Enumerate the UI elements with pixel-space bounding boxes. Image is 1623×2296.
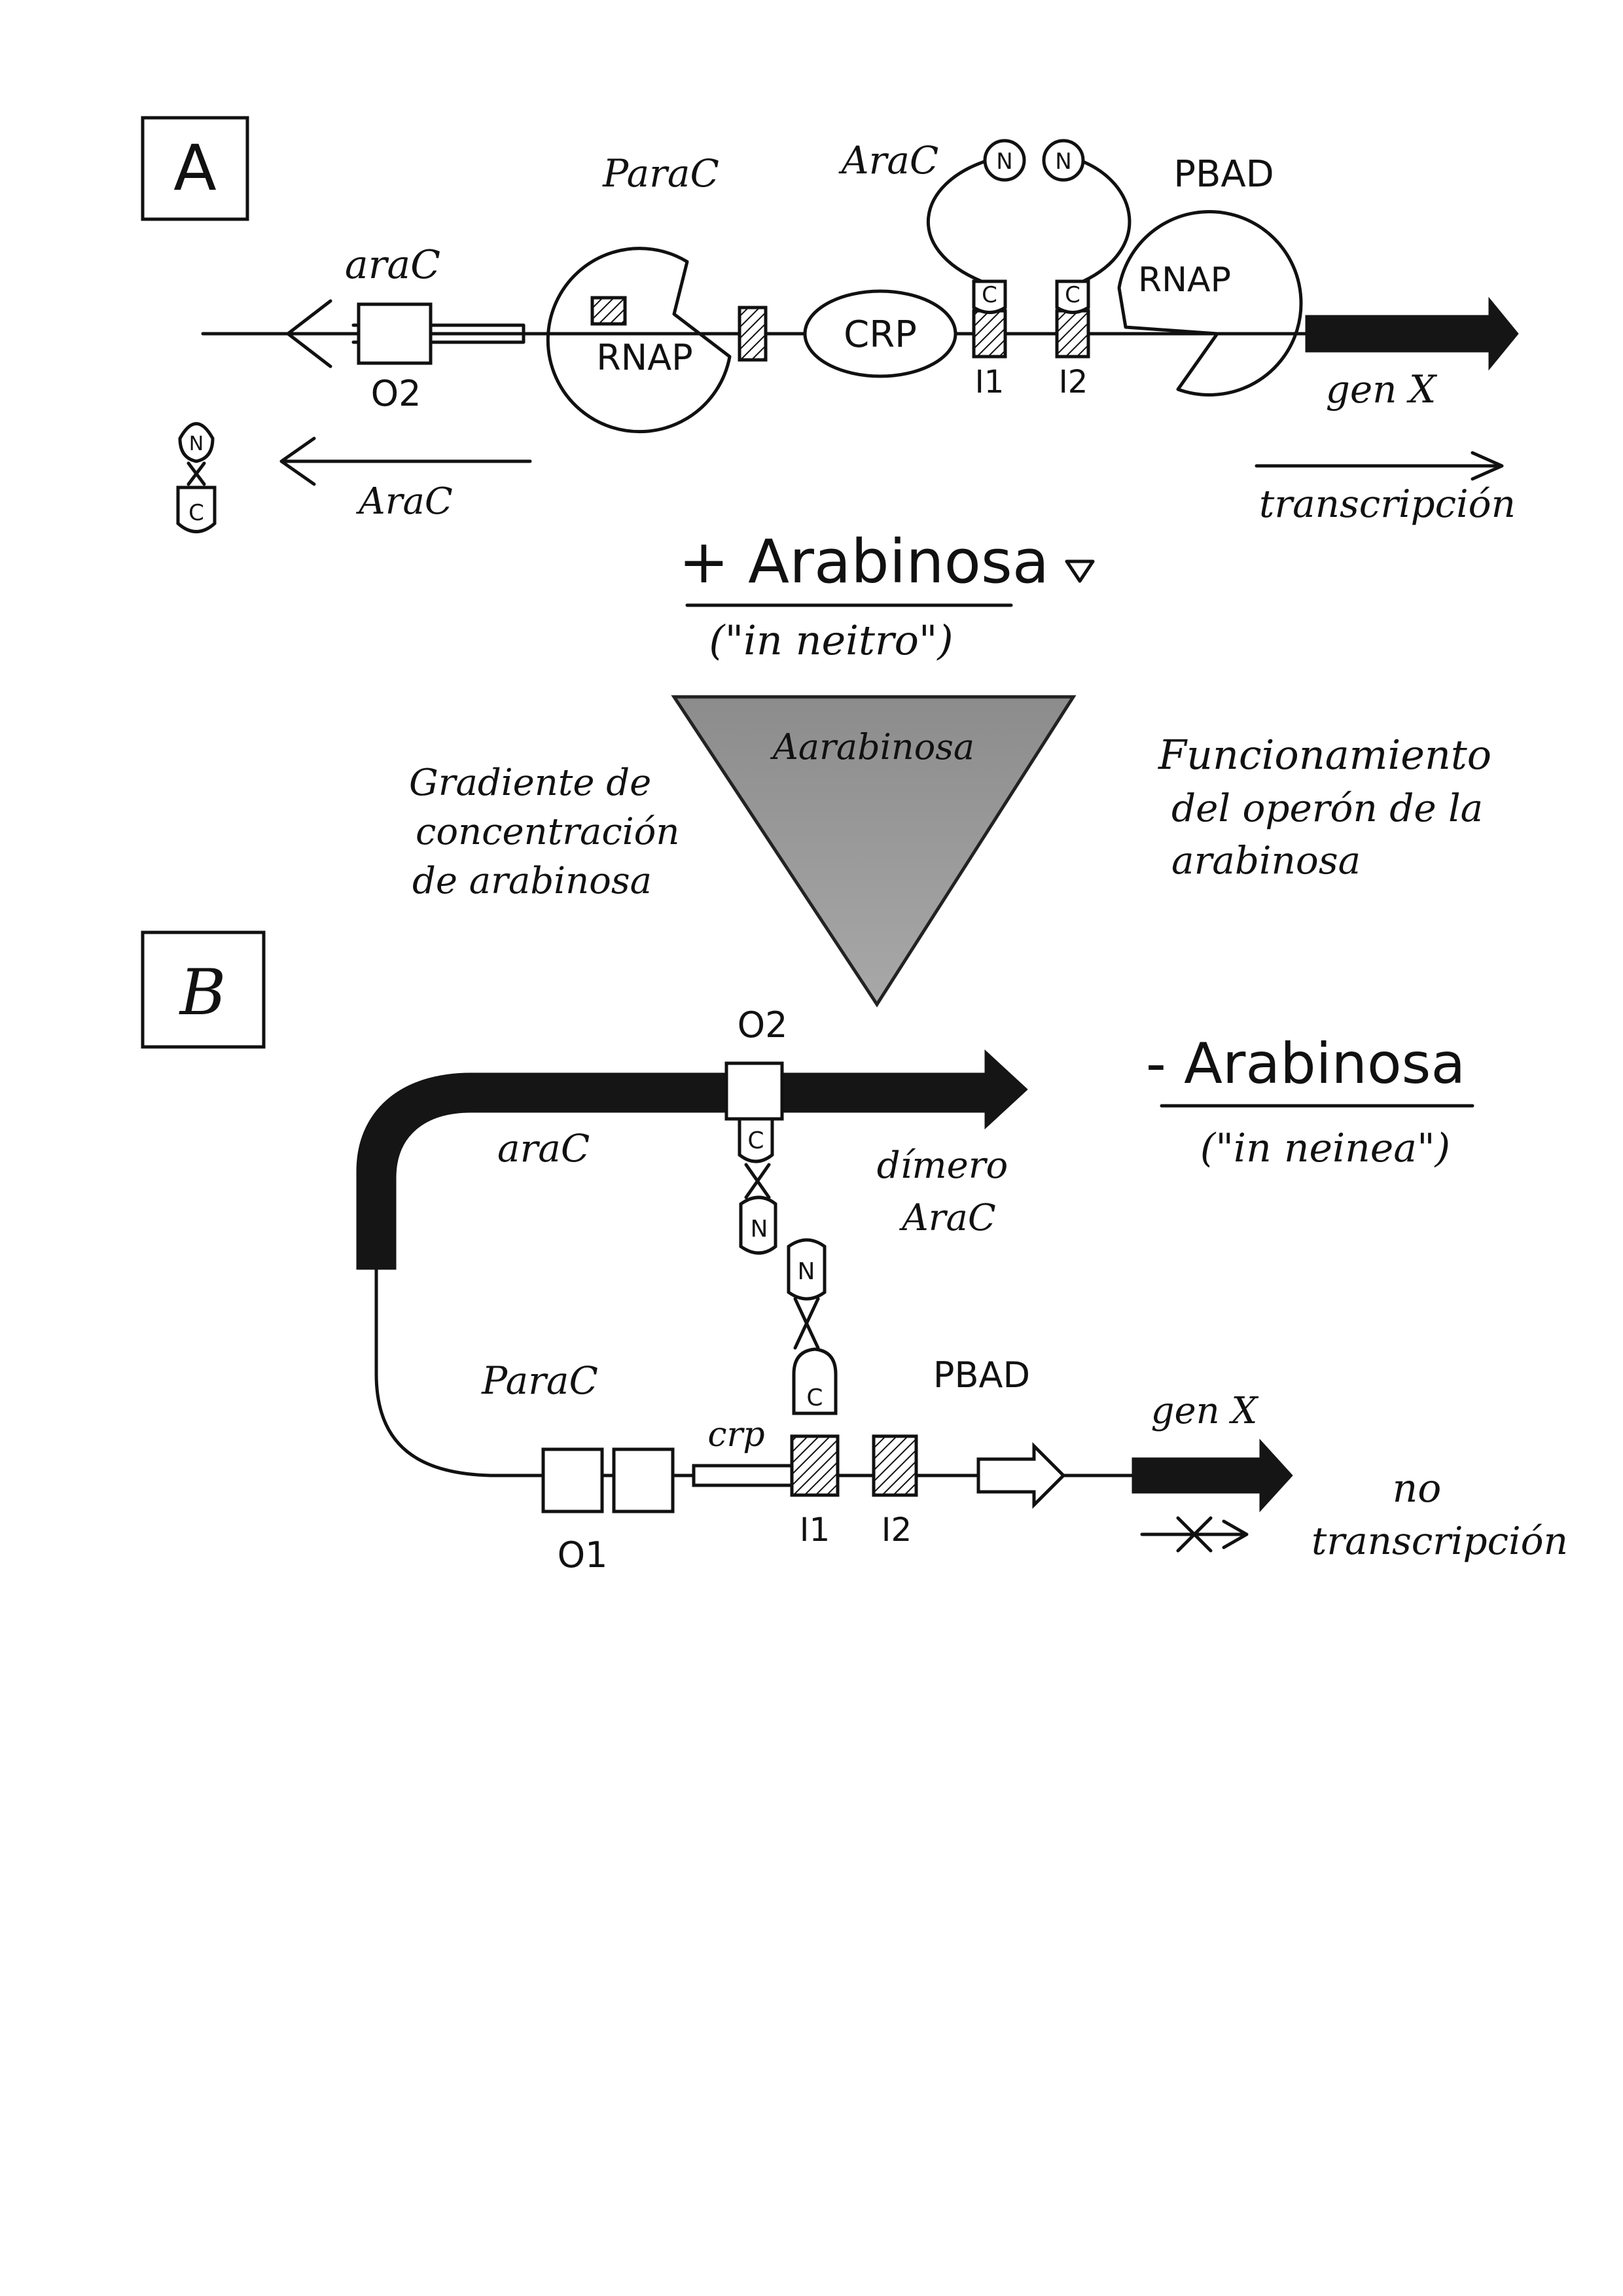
- rnap-left-shape: [546, 247, 732, 434]
- operator-o2-label: O2: [371, 373, 421, 414]
- plus-arabinose-note: ("in neitro"): [709, 616, 953, 664]
- crp-site-box: [692, 1464, 794, 1487]
- arabinose-gradient-triangle: [671, 695, 1077, 1008]
- title-line-3: arabinosa: [1171, 838, 1361, 883]
- site-i1-label-b: I1: [800, 1511, 830, 1549]
- gene-x-label: gen X: [1326, 367, 1438, 412]
- dimer-linker-top: [744, 1163, 771, 1199]
- dimer-n-domain-left: [739, 1195, 777, 1255]
- dimer-label-line-1: dímero: [877, 1144, 1008, 1187]
- arac-c-domain-right: [1055, 279, 1090, 314]
- gradient-label-line-1: Gradiente de: [409, 762, 651, 804]
- promoter-pbad-label-b: PBAD: [933, 1354, 1030, 1396]
- arac-n-label-left: N: [996, 149, 1012, 175]
- arac-dark-gene-arrow: [356, 1049, 1028, 1270]
- middle-section: + Arabinosa ("in neitro") Aarabinosa Gra…: [409, 527, 1491, 1008]
- triangle-label: Aarabinosa: [770, 726, 974, 768]
- gene-arac-label: araC: [345, 242, 440, 288]
- arac-protein-label: AraC: [838, 138, 939, 183]
- arac-c-label-left: C: [982, 282, 997, 308]
- promoter-arac-label: ParaC: [602, 151, 719, 196]
- panel-b-label-box: [141, 930, 266, 1049]
- promoter-arac-hatch: [738, 306, 768, 362]
- site-i1-label: I1: [975, 364, 1005, 400]
- arac-c-label-right: C: [1065, 282, 1080, 308]
- dimer-n-domain-right: [787, 1238, 827, 1301]
- arac-linker-right: [1078, 158, 1132, 283]
- panel-a: A ParaC AraC PBAD araC O2 RNAP CRP I1 I2…: [141, 116, 1519, 533]
- panel-a-label-box: [141, 116, 249, 221]
- arac-n-label-right: N: [1055, 149, 1071, 175]
- free-arac-n-label: N: [189, 433, 204, 455]
- operator-o2-label-b: O2: [738, 1004, 788, 1046]
- crp-protein: [803, 289, 957, 378]
- crp-label-b: crp: [707, 1415, 764, 1455]
- no-label: no: [1393, 1466, 1442, 1511]
- gradient-label-line-3: de arabinosa: [412, 860, 652, 902]
- crp-label: CRP: [844, 313, 917, 356]
- operator-o1-label: O1: [558, 1534, 608, 1576]
- no-transcription-label: transcripción: [1311, 1519, 1568, 1563]
- free-arac-c-domain: [176, 486, 217, 533]
- dimer-c-label-bottom: C: [806, 1385, 823, 1411]
- operator-o1-box-right: [612, 1447, 675, 1513]
- rnap-left-sigma-hatch: [590, 296, 627, 326]
- blocked-transcription-arrow: [1140, 1516, 1249, 1553]
- pbad-open-arrow: [976, 1441, 1066, 1510]
- transcription-arrow: [1255, 451, 1504, 481]
- site-i2-label-b: I2: [882, 1511, 912, 1549]
- minus-arabinose-label: - Arabinosa: [1146, 1031, 1465, 1097]
- panel-a-label: A: [173, 132, 217, 205]
- promoter-pbad-label: PBAD: [1173, 153, 1274, 196]
- gradient-label-line-2: concentración: [416, 811, 679, 853]
- dimer-n-label-right: N: [798, 1258, 815, 1285]
- free-arac-n-domain: [178, 422, 215, 463]
- dimer-label-line-2: AraC: [899, 1197, 995, 1239]
- arac-gene-arrowhead: [286, 299, 332, 368]
- site-i2-box-b: [872, 1434, 918, 1497]
- promoter-arac-label-b: ParaC: [481, 1358, 598, 1403]
- gene-arac-label-b: araC: [497, 1126, 590, 1171]
- gene-x-label-b: gen X: [1151, 1390, 1259, 1432]
- dimer-c-label-top: C: [747, 1127, 764, 1154]
- site-i2-label: I2: [1059, 364, 1088, 400]
- arac-n-domain-right: [1042, 139, 1085, 182]
- site-i1-box-b: [790, 1434, 840, 1497]
- operator-o1-box-left: [541, 1447, 604, 1513]
- rnap-right-label: RNAP: [1138, 260, 1231, 300]
- dimer-c-domain-top: [738, 1117, 774, 1163]
- title-line-1: Funcionamiento: [1158, 731, 1491, 779]
- plus-arabinose-label: + Arabinosa: [679, 527, 1049, 597]
- site-i2-box: [1055, 309, 1090, 359]
- operator-o2-box-b: [724, 1061, 784, 1121]
- panel-b-label: B: [179, 956, 226, 1029]
- gene-x-arrow-b: [1132, 1438, 1293, 1513]
- arac-c-domain-left: [972, 279, 1007, 314]
- dimer-c-domain-bottom: [792, 1347, 838, 1415]
- arac-n-domain-left: [983, 139, 1026, 182]
- operator-o2-box: [357, 302, 433, 365]
- transcription-label: transcripción: [1259, 482, 1516, 526]
- gene-x-arrow: [1305, 296, 1519, 371]
- site-i1-box: [972, 309, 1007, 359]
- panel-b: B O2 araC C N N C dímero AraC - Arabinos…: [141, 930, 1568, 1576]
- arac-linker-left: [926, 158, 990, 283]
- arac-transcription-arrow: [279, 436, 532, 486]
- small-triangle-icon: [1065, 559, 1095, 583]
- title-line-2: del operón de la: [1171, 786, 1483, 830]
- minus-arabinose-note: ("in neinea"): [1200, 1125, 1450, 1171]
- free-arac-c-label: C: [188, 500, 204, 526]
- dimer-n-label-left: N: [751, 1216, 768, 1243]
- free-arac-linker: [187, 461, 206, 486]
- arac-transcription-label: AraC: [355, 480, 452, 523]
- rnap-right-shape: [1117, 209, 1303, 397]
- rnap-left-label: RNAP: [596, 337, 692, 378]
- dna-loop: [374, 1267, 1144, 1477]
- dimer-linker-bottom: [793, 1297, 820, 1350]
